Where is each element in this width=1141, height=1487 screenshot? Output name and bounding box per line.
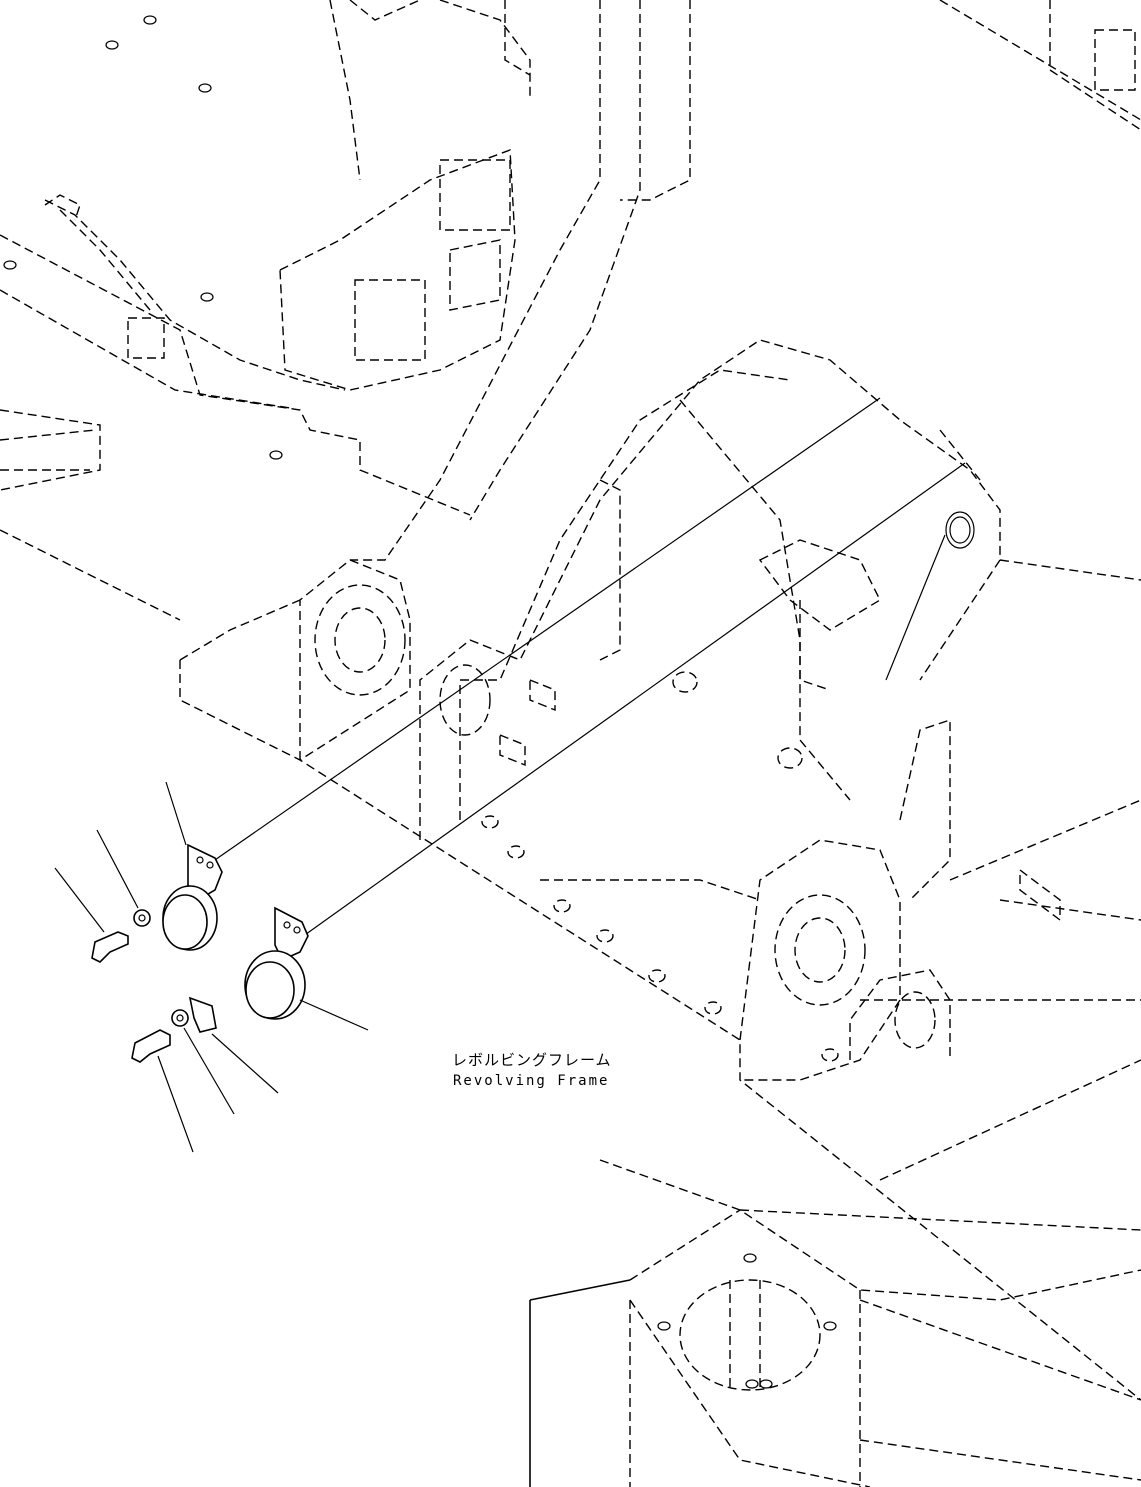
hole-marker <box>3 260 17 270</box>
callout-line <box>54 867 105 933</box>
washer-icon <box>171 1009 189 1027</box>
bolt-icon <box>131 1029 171 1063</box>
plate-washer-icon <box>188 996 217 1033</box>
hole-marker <box>105 40 119 50</box>
hole-marker <box>596 929 614 943</box>
leader-line-upper <box>211 397 881 863</box>
boom-bracket <box>329 0 691 561</box>
hole-marker <box>269 450 283 460</box>
callout-line <box>183 1027 235 1115</box>
horn-lower <box>244 906 369 1031</box>
assembly-leader-lines <box>211 397 966 938</box>
hole-marker <box>648 969 666 983</box>
callout-line <box>96 829 139 909</box>
hole-marker <box>553 899 571 913</box>
grommet-ring <box>945 511 975 549</box>
frame-label-english: Revolving Frame <box>453 1073 610 1089</box>
bolt-icon <box>91 931 129 963</box>
callout-line <box>211 1033 279 1094</box>
callout-line <box>299 999 369 1031</box>
revolving-frame <box>0 339 1141 1401</box>
hole-marker <box>821 1048 839 1062</box>
hole-marker <box>200 292 214 302</box>
leader-line-lower <box>301 462 966 938</box>
hole-marker <box>704 1001 722 1015</box>
top-right-fitting <box>939 0 1141 131</box>
callout-line <box>165 781 187 846</box>
hole-marker <box>507 845 525 859</box>
hole-marker <box>143 15 157 25</box>
hole-marker <box>481 815 499 829</box>
hole-marker <box>198 83 212 93</box>
tail-section <box>529 999 1141 1487</box>
frame-label-japanese: レボルビングフレーム <box>452 1051 612 1069</box>
fasteners-lower <box>131 996 279 1153</box>
valve-assembly <box>44 149 516 391</box>
washer-icon <box>133 909 151 927</box>
bracket-lower <box>274 906 309 962</box>
fasteners-upper <box>54 829 151 963</box>
horn-upper <box>162 781 223 951</box>
leader-line-grommet <box>885 534 946 681</box>
callout-line <box>157 1055 194 1153</box>
floor-plate <box>0 0 531 516</box>
